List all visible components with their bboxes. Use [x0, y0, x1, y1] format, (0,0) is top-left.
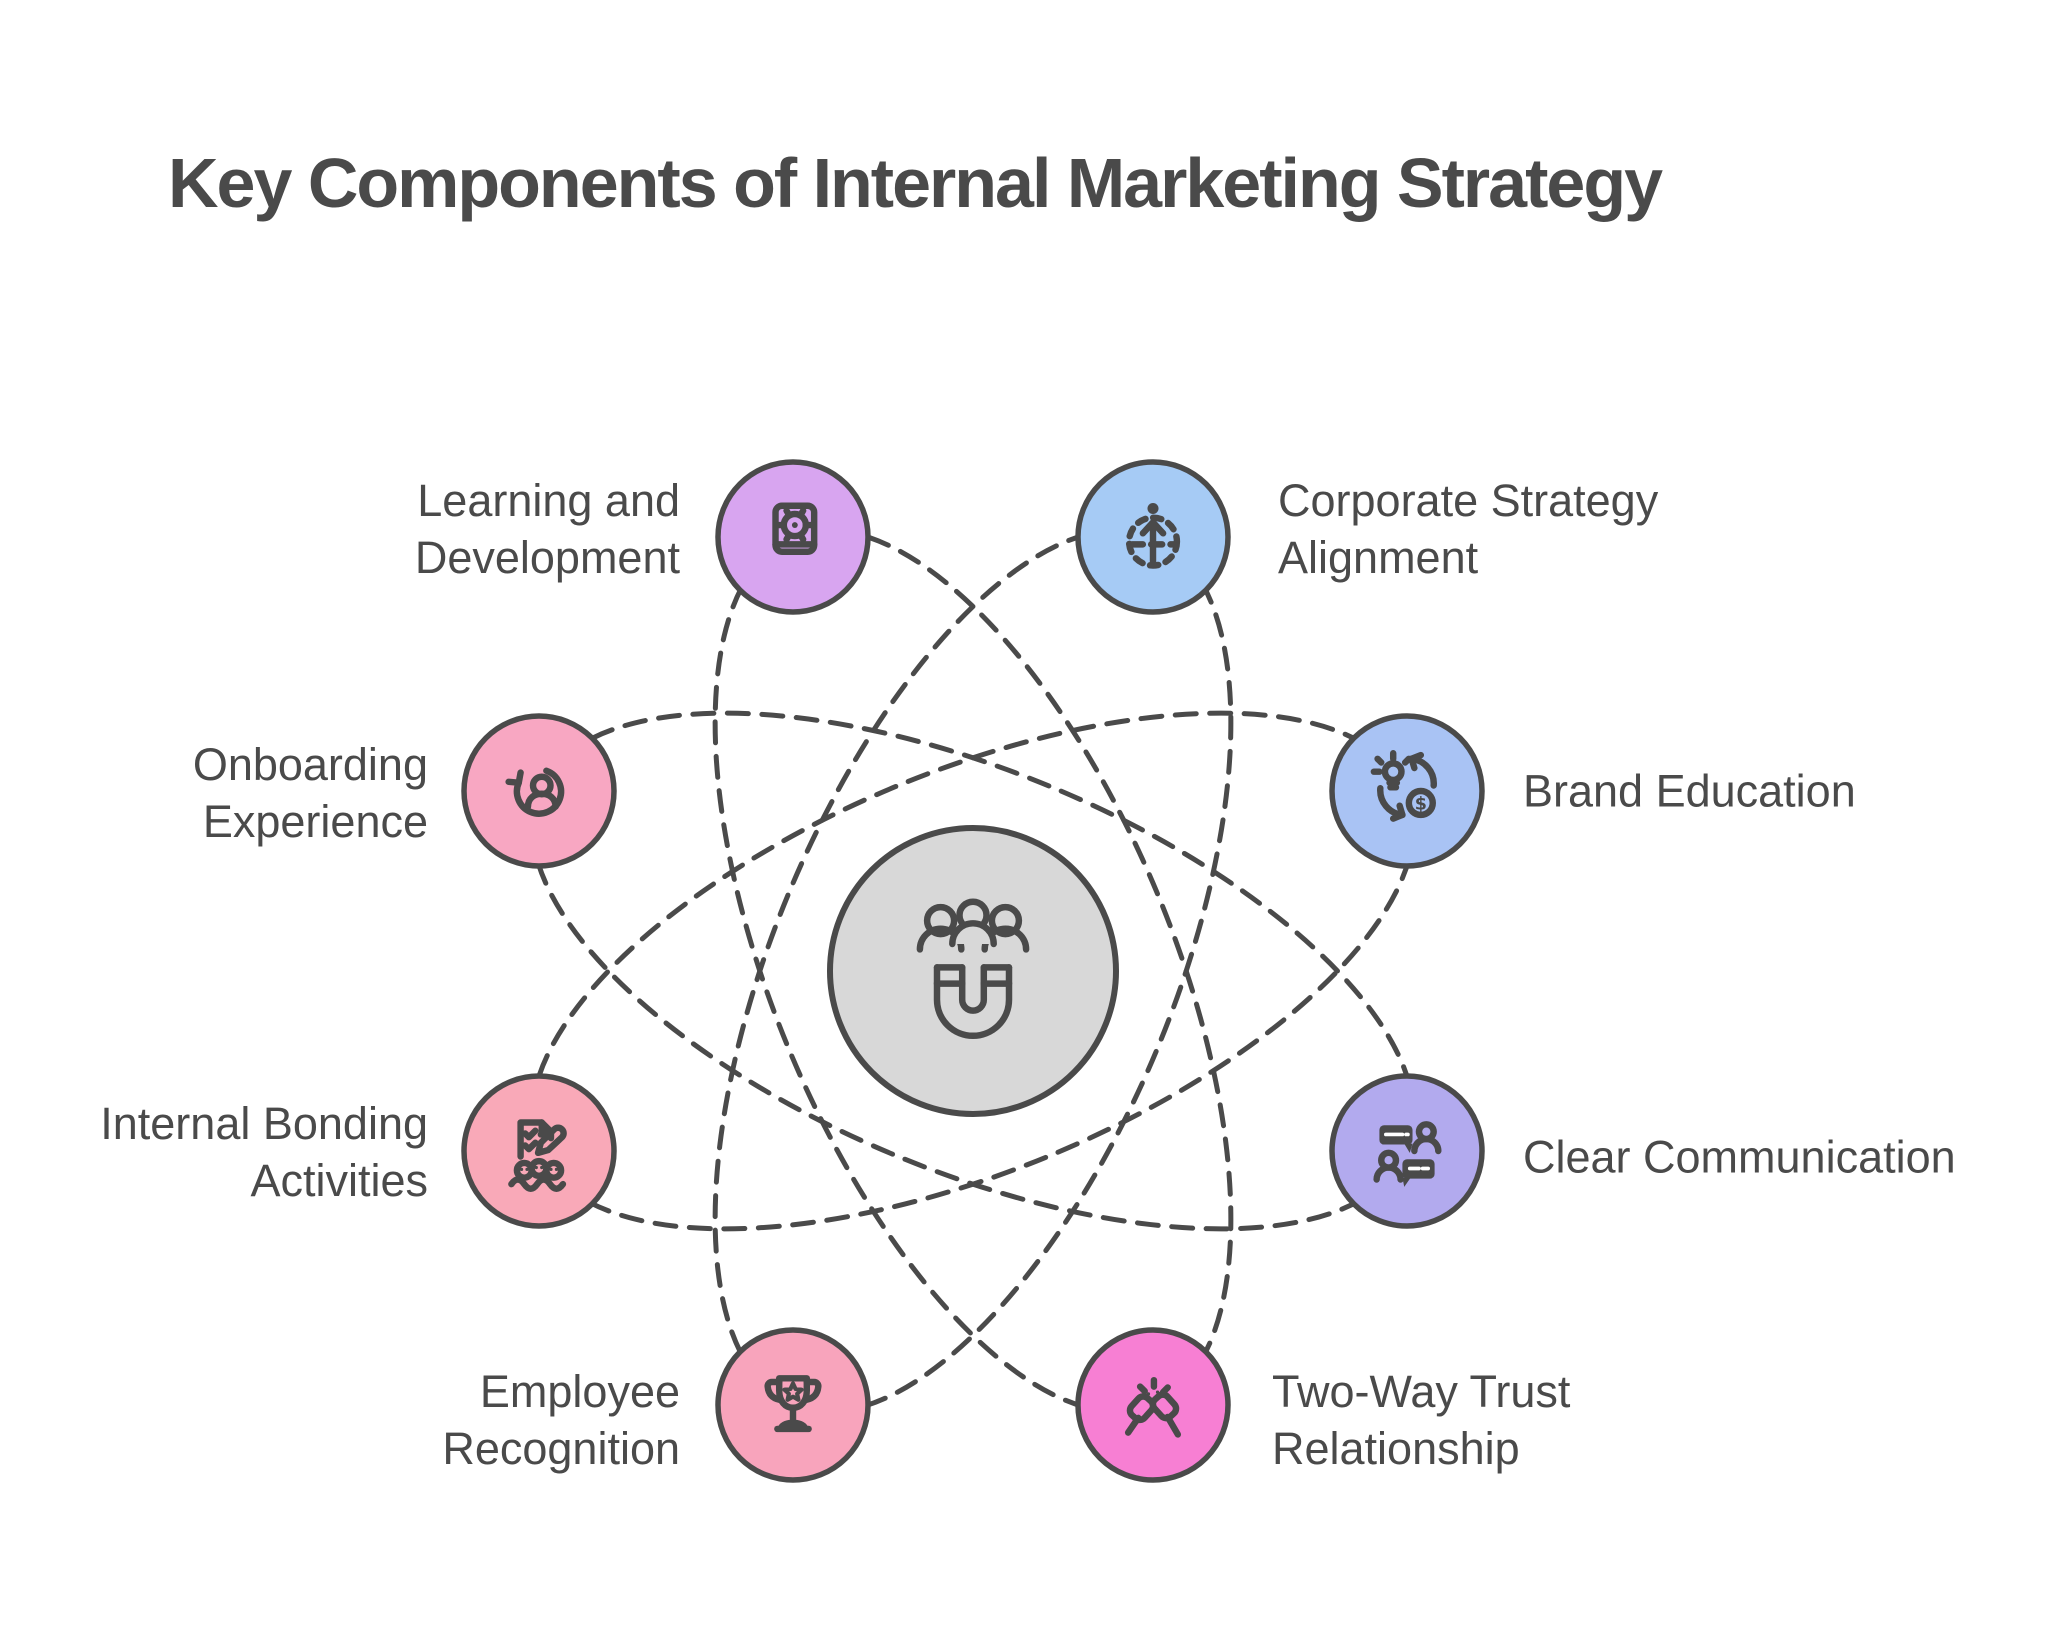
- chat-people-icon: [1373, 1121, 1442, 1187]
- label-employee-recognition: Employee Recognition: [442, 1365, 680, 1474]
- fist-bump-icon: [1124, 1376, 1182, 1438]
- node-learning-development: [715, 459, 871, 615]
- book-gear-icon: [772, 502, 818, 555]
- person-cycle-icon: [505, 767, 565, 817]
- label-brand-education: Brand Education: [1523, 765, 1856, 817]
- node-brand-education: $: [1329, 713, 1485, 869]
- node-corporate-strategy-alignment: [1075, 459, 1231, 615]
- person-direction-icon: [1125, 502, 1181, 569]
- node-circle-clear-communication: [1329, 1073, 1485, 1229]
- node-onboarding-experience: [461, 713, 617, 869]
- node-two-way-trust-relationship: [1075, 1327, 1231, 1483]
- label-corporate-strategy-alignment: Corporate Strategy Alignment: [1278, 474, 1659, 583]
- label-clear-communication: Clear Communication: [1523, 1131, 1956, 1183]
- svg-text:$: $: [1415, 794, 1427, 814]
- node-circle-brand-education: [1329, 713, 1485, 869]
- label-learning-development: Learning and Development: [414, 474, 680, 583]
- magnet-attracting-people-icon: [916, 898, 1030, 1039]
- page-title: Key Components of Internal Marketing Str…: [168, 144, 1663, 222]
- label-onboarding-experience: Onboarding Experience: [192, 738, 428, 847]
- node-internal-bonding-activities: [461, 1073, 617, 1229]
- hub-node: [827, 825, 1119, 1117]
- node-employee-recognition: [715, 1327, 871, 1483]
- idea-money-exchange-icon: $: [1370, 750, 1437, 822]
- label-internal-bonding-activities: Internal Bonding Activities: [100, 1097, 428, 1206]
- hub-circle: [827, 825, 1119, 1117]
- checklist-people-icon: [508, 1119, 567, 1192]
- trophy-star-icon: [764, 1375, 822, 1433]
- label-two-way-trust-relationship: Two-Way Trust Relationship: [1272, 1365, 1571, 1474]
- node-clear-communication: [1329, 1073, 1485, 1229]
